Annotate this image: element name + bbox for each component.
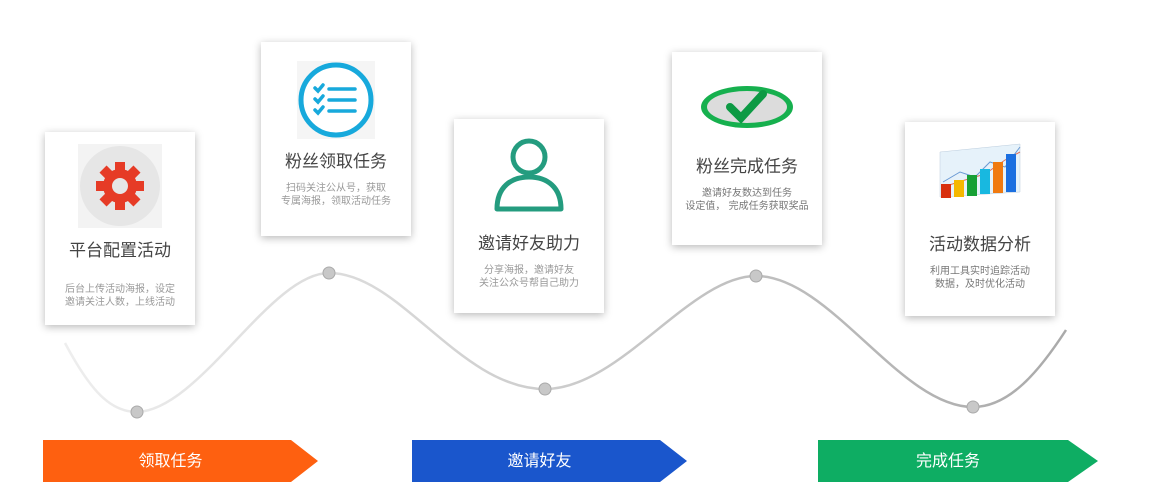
step-desc: 专属海报，领取活动任务 <box>281 196 391 207</box>
step-card-invite: 邀请好友助力 分享海报，邀请好友关注公众号帮自己助力 <box>454 119 604 313</box>
step-title: 粉丝领取任务 <box>285 152 387 172</box>
step-desc: 利用工具实时追踪活动 <box>930 266 1030 277</box>
step-desc: 设定值， 完成任务获取奖品 <box>685 201 809 212</box>
step-desc: 数据，及时优化活动 <box>935 279 1025 290</box>
phase-label: 完成任务 <box>915 451 980 470</box>
timeline-dot <box>749 269 763 283</box>
step-desc-block: 扫码关注公从号，获取专属海报，领取活动任务 <box>261 182 411 208</box>
step-title: 平台配置活动 <box>69 241 171 261</box>
checklist-icon <box>297 61 375 139</box>
gear-icon <box>78 144 162 228</box>
step-card-config: 平台配置活动 后台上传活动海报，设定邀请关注人数，上线活动 <box>45 132 195 325</box>
step-title: 粉丝完成任务 <box>696 157 798 177</box>
step-desc: 分享海报，邀请好友 <box>484 265 574 276</box>
user-icon <box>494 138 564 212</box>
timeline-dot <box>322 266 336 280</box>
step-desc: 邀请关注人数，上线活动 <box>65 297 175 308</box>
step-desc: 后台上传活动海报，设定 <box>65 284 175 295</box>
phase-arrow-complete: 完成任务 <box>818 440 1098 482</box>
step-card-analysis: 活动数据分析 利用工具实时追踪活动数据，及时优化活动 <box>905 122 1055 316</box>
bar-chart-icon <box>939 143 1021 198</box>
step-title: 邀请好友助力 <box>478 234 580 254</box>
step-desc: 邀请好友数达到任务 <box>702 188 792 199</box>
step-desc-block: 利用工具实时追踪活动数据，及时优化活动 <box>905 265 1055 291</box>
timeline-dot <box>966 400 980 414</box>
phase-arrow-receive: 领取任务 <box>43 440 318 482</box>
step-desc: 扫码关注公从号，获取 <box>286 183 386 194</box>
step-desc-block: 分享海报，邀请好友关注公众号帮自己助力 <box>454 264 604 290</box>
step-card-complete: 粉丝完成任务 邀请好友数达到任务设定值， 完成任务获取奖品 <box>672 52 822 245</box>
step-desc-block: 后台上传活动海报，设定邀请关注人数，上线活动 <box>45 283 195 309</box>
step-card-receive: 粉丝领取任务 扫码关注公从号，获取专属海报，领取活动任务 <box>261 42 411 236</box>
phase-label: 领取任务 <box>138 451 203 470</box>
step-desc: 关注公众号帮自己助力 <box>479 278 579 289</box>
phase-label: 邀请好友 <box>507 451 572 470</box>
step-title: 活动数据分析 <box>929 235 1031 255</box>
timeline-dot <box>130 405 144 419</box>
phase-arrow-invite: 邀请好友 <box>412 440 687 482</box>
checkmark-icon <box>701 86 793 128</box>
step-desc-block: 邀请好友数达到任务设定值， 完成任务获取奖品 <box>672 187 822 213</box>
timeline-dot <box>538 382 552 396</box>
